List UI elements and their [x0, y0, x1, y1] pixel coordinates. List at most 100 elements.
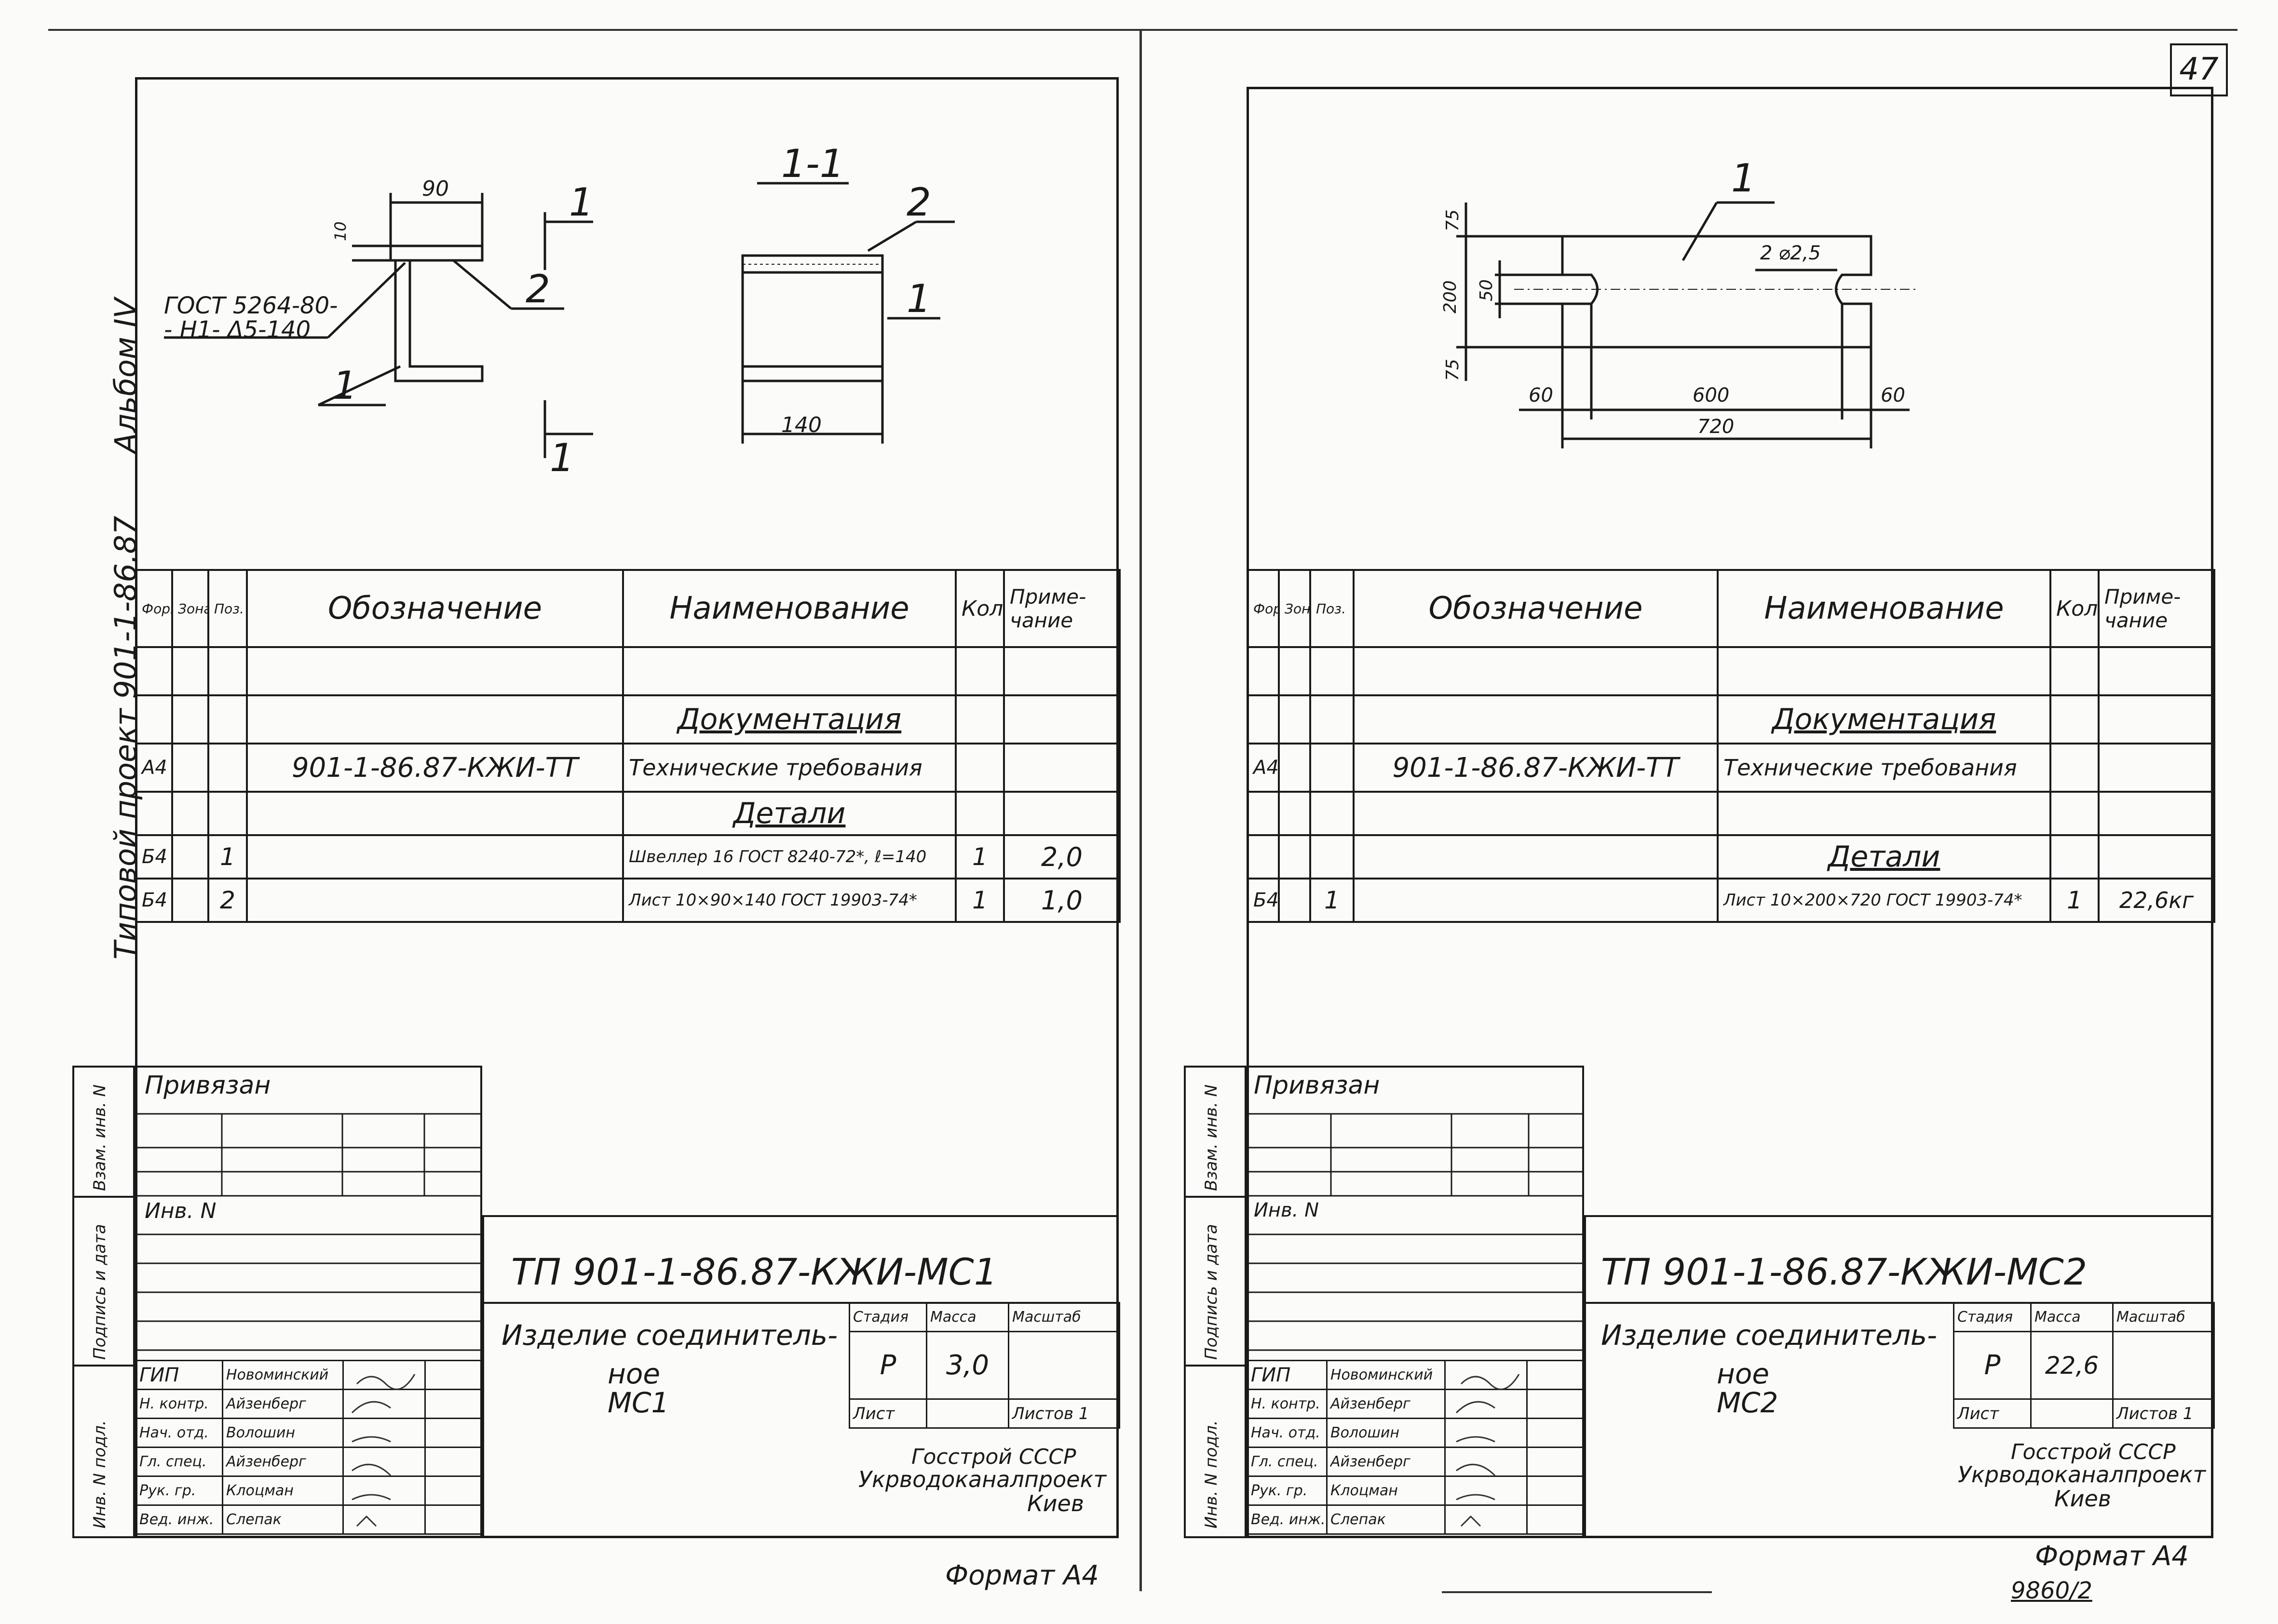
table-row: А4 901-1-86.87-КЖИ-ТТ Технические требов… — [1247, 743, 2215, 793]
mass-value: 3,0 — [926, 1331, 1009, 1400]
table-row: Б4 1 Швеллер 16 ГОСТ 8240-72*, ℓ=140 1 2… — [135, 834, 1121, 880]
stage-value: Р — [1953, 1331, 2032, 1400]
left-pos-1: 1 — [333, 363, 357, 408]
hdr-name: Наименование — [1717, 569, 2051, 648]
right-title-l3: МС2 — [1717, 1386, 1778, 1419]
cut-mark-bottom: 1 — [550, 435, 574, 480]
section-documentation: Документация — [622, 694, 957, 744]
dim-75b: 75 — [1443, 359, 1463, 381]
section-details: Детали — [622, 791, 957, 836]
cut-mark-top: 1 — [569, 180, 594, 225]
stage-value: Р — [849, 1331, 927, 1400]
hdr-designation: Обозначение — [246, 569, 624, 648]
archive-number: 9860/2 — [2011, 1577, 2092, 1604]
left-title-l1: Изделие соединитель- — [502, 1319, 838, 1352]
table-row: Нач. отд.Волошин — [135, 1418, 484, 1448]
table-row: Рук. гр.Клоцман — [135, 1475, 484, 1506]
hdr-note: Приме- чание — [1003, 569, 1121, 648]
table-row: Вед. инж.Слепак — [135, 1504, 484, 1535]
right-title-l2: ное — [1717, 1357, 1770, 1390]
right-format: Формат А4 — [2035, 1541, 2189, 1572]
section-documentation: Документация — [1717, 694, 2051, 744]
hdr-name: Наименование — [622, 569, 957, 648]
table-row: Б4 2 Лист 10×90×140 ГОСТ 19903-74* 1 1,0 — [135, 878, 1121, 923]
sheets-header: Листов 1 — [1008, 1398, 1120, 1429]
left-mass-table: Стадия Масса Масштаб Р 3,0 Лист Листов 1 — [849, 1302, 1120, 1429]
dim-60a: 60 — [1529, 384, 1553, 406]
table-row: Н. контр.Айзенберг — [135, 1389, 484, 1419]
right-inv: Инв. N — [1254, 1199, 1319, 1221]
section-label: 1-1 — [781, 141, 844, 186]
dim-600: 600 — [1693, 384, 1730, 406]
bottom-rule — [1442, 1591, 1712, 1593]
right-privyazan: Привязан — [1254, 1071, 1380, 1100]
side-strip-divider — [1184, 1196, 1247, 1198]
gost-line1: ГОСТ 5264-80- — [164, 292, 338, 319]
left-title-l3: МС1 — [608, 1386, 669, 1419]
section-details: Детали — [1717, 834, 2051, 880]
mass-header: Масса — [2030, 1302, 2114, 1332]
side-strip-divider — [1184, 1365, 1247, 1367]
left-title-l2: ное — [608, 1357, 661, 1390]
right-org-l3: Киев — [2054, 1486, 2111, 1512]
table-row: А4 901-1-86.87-КЖИ-ТТ Технические требов… — [135, 743, 1121, 793]
side-strip-divider — [72, 1365, 135, 1367]
right-org-l1: Госстрой СССР — [2011, 1440, 2176, 1464]
sheets-header: Листов 1 — [2112, 1398, 2215, 1429]
left-org-l3: Киев — [1027, 1490, 1084, 1516]
dim-60b: 60 — [1881, 384, 1905, 406]
right-title-divider — [1584, 1302, 2213, 1304]
side-strip-left — [72, 1066, 135, 1538]
scale-header: Масштаб — [2112, 1302, 2215, 1332]
hdr-format: Формат — [1247, 569, 1280, 648]
table-row: Нач. отд.Волошин — [1247, 1418, 1586, 1448]
hdr-pos: Поз. — [1309, 569, 1355, 648]
right-privyazan-block — [1247, 1066, 1584, 1538]
dim-140: 140 — [781, 413, 822, 437]
hdr-qty: Кол. — [955, 569, 1005, 648]
scale-header: Масштаб — [1008, 1302, 1120, 1332]
left-doc-code: ТП 901-1-86.87-КЖИ-МС1 — [511, 1250, 998, 1293]
dim-200: 200 — [1440, 280, 1460, 313]
stage-header: Стадия — [1953, 1302, 2032, 1332]
stamp-label-vzam-right: Взам. инв. N — [1202, 1084, 1221, 1191]
left-privyazan: Привязан — [145, 1071, 271, 1100]
table-row — [1247, 791, 2215, 836]
table-row: Рук. гр.Клоцман — [1247, 1475, 1586, 1506]
side-strip-right — [1184, 1066, 1247, 1538]
hdr-zone: Зона — [1278, 569, 1311, 648]
left-pos-2: 2 — [526, 267, 550, 311]
left-org-l1: Госстрой СССР — [911, 1445, 1076, 1469]
table-row: Гл. спец.Айзенберг — [135, 1447, 484, 1477]
right-title-l1: Изделие соединитель- — [1601, 1319, 1938, 1352]
hdr-format: Формат — [135, 569, 173, 648]
page-number-box: 47 — [2170, 43, 2228, 96]
mass-header: Масса — [926, 1302, 1009, 1332]
table-row: Детали — [135, 791, 1121, 836]
left-spec-table: Формат Зона Поз. Обозначение Наименовани… — [135, 569, 1121, 923]
hdr-qty: Кол. — [2049, 569, 2100, 648]
stamp-label-podpis-right: Подпись и дата — [1202, 1224, 1221, 1360]
dim-hole: 2 ⌀2,5 — [1760, 242, 1821, 264]
table-row: Вед. инж.Слепак — [1247, 1504, 1586, 1535]
section-pos-1: 1 — [907, 276, 931, 321]
sheet-header: Лист — [849, 1398, 927, 1429]
mass-value: 22,6 — [2030, 1331, 2114, 1400]
right-mass-table: Стадия Масса Масштаб Р 22,6 Лист Листов … — [1953, 1302, 2215, 1429]
right-doc-code: ТП 901-1-86.87-КЖИ-МС2 — [1601, 1250, 2088, 1293]
left-privyazan-block — [135, 1066, 482, 1538]
left-format: Формат А4 — [945, 1560, 1099, 1591]
table-row: Документация — [1247, 694, 2215, 744]
gost-line2: - Н1- Δ5-140 — [164, 316, 311, 343]
sheet-header: Лист — [1953, 1398, 2032, 1429]
table-row: Гл. спец.Айзенберг — [1247, 1447, 1586, 1477]
left-inv: Инв. N — [145, 1199, 217, 1223]
left-title-divider — [482, 1302, 1119, 1304]
hdr-note: Приме- чание — [2098, 569, 2215, 648]
right-org-l2: Укрводоканалпроект — [1958, 1462, 2206, 1488]
top-rule — [48, 29, 2237, 31]
dim-10: 10 — [331, 221, 350, 241]
